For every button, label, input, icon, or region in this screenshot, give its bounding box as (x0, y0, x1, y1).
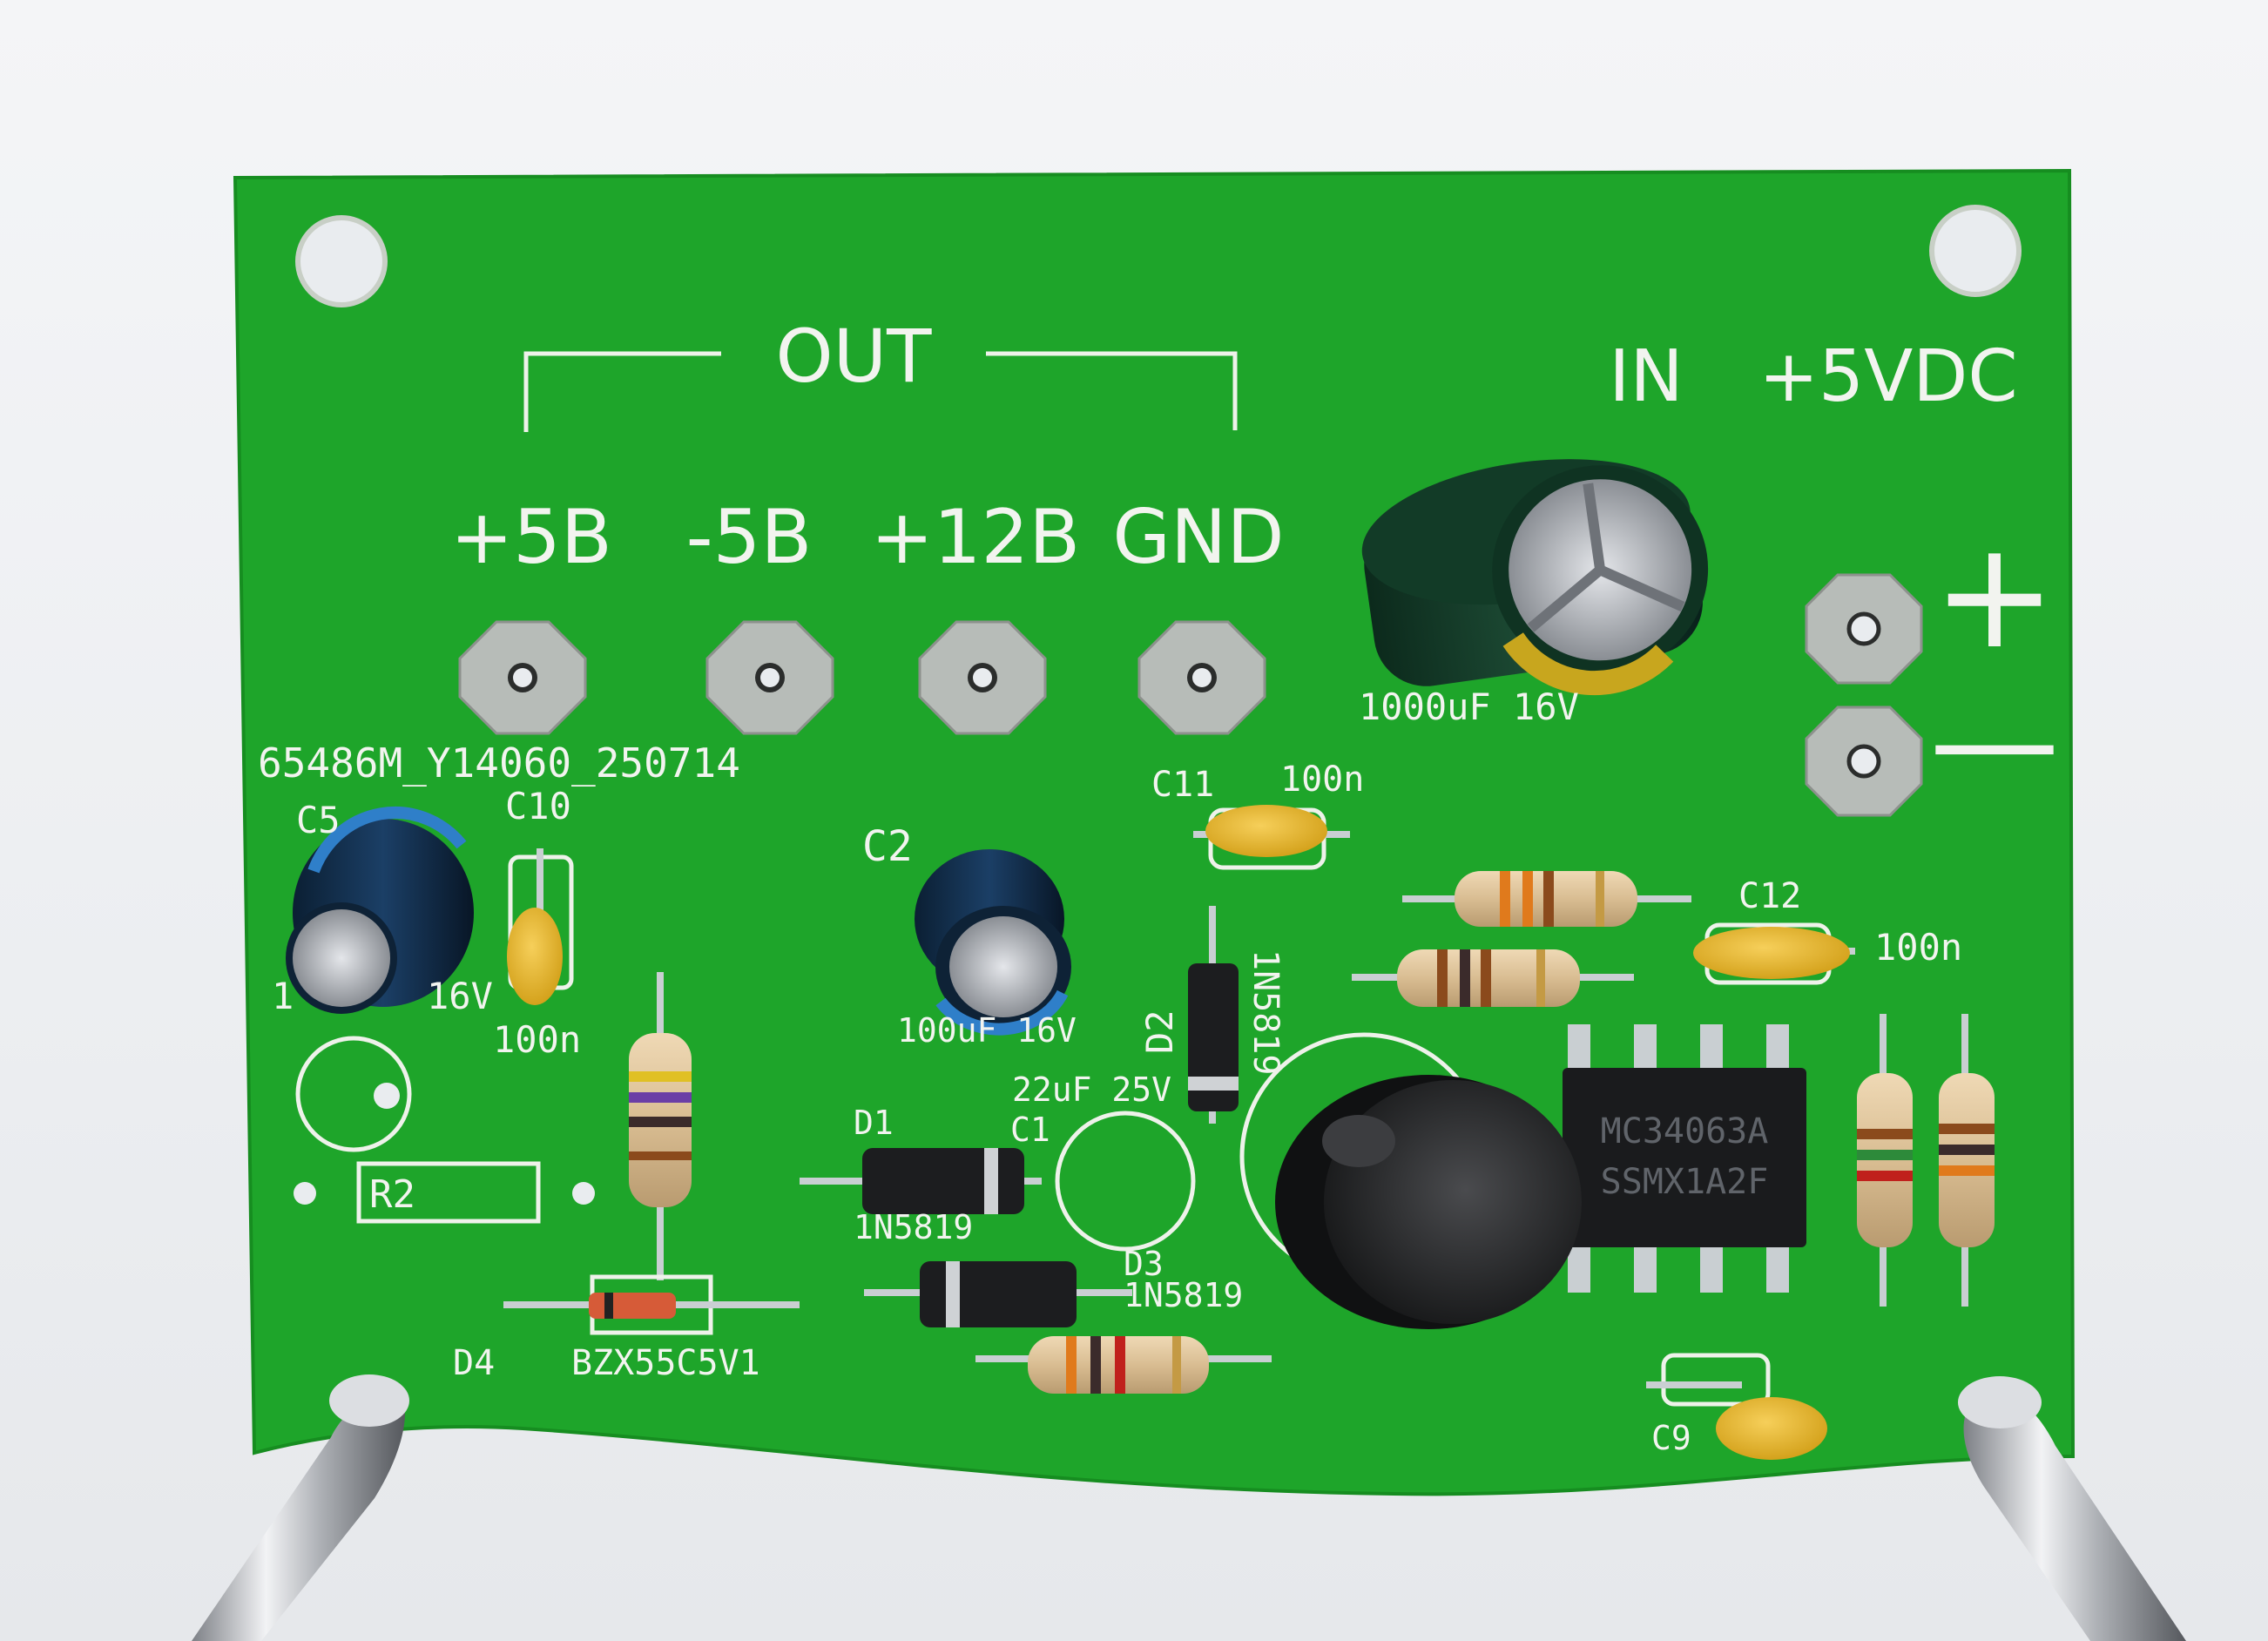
c11-label: C11 (1151, 765, 1214, 805)
out-bracket (523, 351, 1238, 432)
clip-right (1958, 1376, 2186, 1641)
c5-label: C5 (296, 799, 341, 841)
mounting-hole-right (1929, 205, 2022, 297)
ic-pins-bottom (1568, 1244, 1789, 1293)
clip-left (192, 1374, 409, 1641)
c1-label: C1 (1010, 1111, 1050, 1149)
resistor-r-right2 (1939, 1073, 1995, 1247)
capacitor-c10 (507, 908, 563, 1005)
inductor (1275, 1075, 1582, 1329)
diode-d4 (589, 1293, 676, 1319)
capacitor-1000uf (1361, 459, 1709, 696)
terminal-label-plus5: +5B (450, 494, 612, 581)
c-big-value: 1000uF 16V (1359, 685, 1579, 728)
capacitor-c11 (1205, 805, 1327, 857)
in-header: IN (1609, 335, 1684, 418)
capacitor-c2 (915, 849, 1071, 1036)
c2-value: 100uF 16V (897, 1011, 1077, 1050)
mounting-hole-left (295, 215, 388, 307)
capacitor-c5 (286, 806, 474, 1014)
minus-symbol: — (1929, 665, 2060, 817)
ic-line2: SSMX1A2F (1601, 1162, 1769, 1202)
d2-label: D2 (1138, 1010, 1181, 1054)
c10-value: 100n (493, 1018, 581, 1061)
terminal-label-gnd: GND (1112, 494, 1284, 581)
c12-value: 100n (1874, 926, 1962, 969)
diode-d2 (1188, 963, 1239, 1111)
capacitor-c12 (1693, 927, 1850, 979)
d2-part: 1N5819 (1245, 949, 1286, 1076)
ic-pins-top (1568, 1024, 1789, 1073)
c5-partial: 1 (272, 975, 294, 1017)
d4-part: BZX55C5V1 (571, 1343, 760, 1383)
c9-label: C9 (1651, 1419, 1691, 1457)
terminal-label-plus12: +12B (871, 494, 1081, 581)
diode-d3 (920, 1261, 1077, 1327)
board-id: 65486M_Y14060_250714 (258, 739, 740, 787)
ic-mc34063a (1563, 1068, 1806, 1247)
d1-label: D1 (854, 1104, 894, 1142)
d1-part: 1N5819 (854, 1208, 973, 1246)
c1-value: 22uF 25V (1012, 1070, 1171, 1109)
c5-voltage: 16V (427, 975, 493, 1017)
c10-label: C10 (505, 785, 571, 827)
ic-line1: MC34063A (1601, 1111, 1769, 1151)
c11-value: 100n (1280, 760, 1364, 800)
r2-label: R2 (369, 1172, 415, 1217)
out-header: OUT (776, 314, 933, 399)
in-voltage: +5VDC (1758, 335, 2017, 418)
terminal-label-minus5: -5B (686, 494, 813, 581)
c12-label: C12 (1738, 876, 1801, 916)
capacitor-c9 (1716, 1397, 1827, 1460)
d3-label: D3 (1124, 1245, 1164, 1283)
plus-symbol: + (1933, 510, 2056, 682)
d3-part: 1N5819 (1124, 1276, 1243, 1314)
c2-label: C2 (862, 822, 913, 871)
diode-d1 (862, 1148, 1024, 1214)
d4-label: D4 (453, 1343, 495, 1383)
